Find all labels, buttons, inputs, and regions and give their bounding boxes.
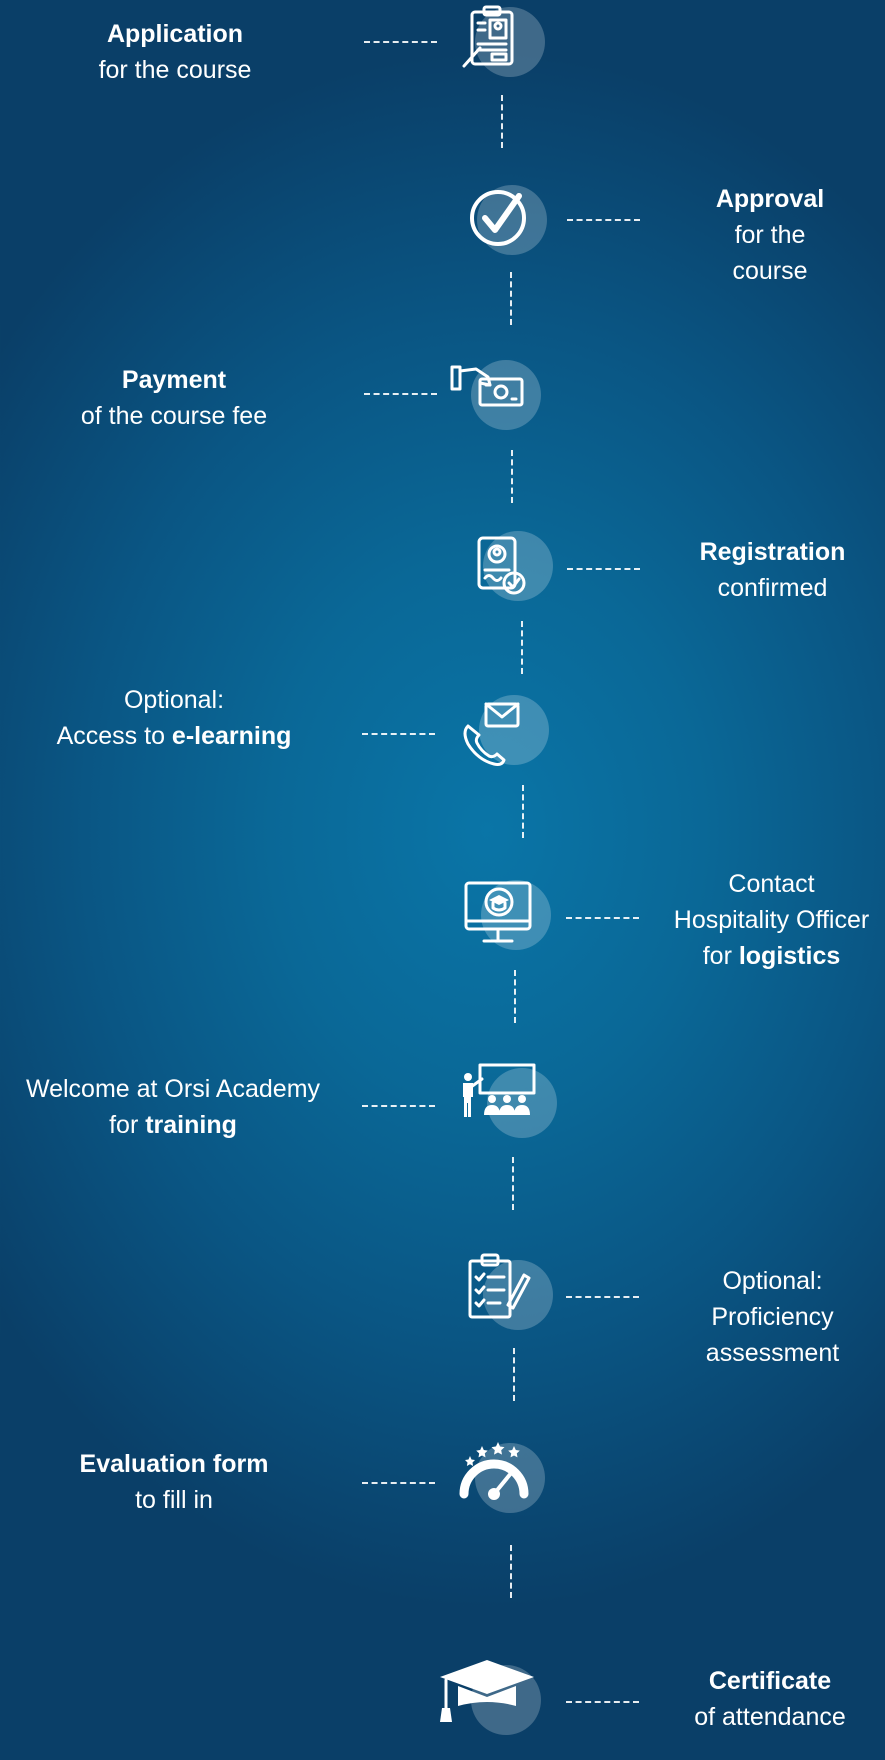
connector-approval: [567, 219, 640, 221]
training-presentation-icon: [452, 1043, 572, 1163]
step-payment-text: Payment of the course fee: [44, 362, 304, 434]
connector-vertical-5: [522, 785, 524, 838]
connector-vertical-8: [513, 1348, 515, 1401]
step-evaluation-subtitle: to fill in: [135, 1486, 213, 1514]
connector-training: [362, 1105, 435, 1107]
connector-vertical-1: [501, 95, 503, 148]
step-elearning-text: Optional: Access to e-learning: [24, 682, 324, 754]
connector-application: [364, 41, 437, 43]
step-elearning-line2-bold: e-learning: [171, 722, 292, 750]
step-approval-subtitle-2: course: [732, 257, 808, 285]
step-elearning-line1: Optional:: [123, 686, 225, 714]
graduation-cap-icon: [440, 1640, 560, 1760]
connector-certificate: [566, 1701, 639, 1703]
step-assessment-line1: Optional:: [722, 1267, 823, 1295]
step-application-title: Application: [106, 20, 244, 48]
payment-hand-icon: [440, 335, 560, 455]
step-registration-subtitle: confirmed: [717, 574, 828, 602]
rating-gauge-icon: [444, 1418, 564, 1538]
connector-logistics: [566, 917, 639, 919]
step-assessment-line3: assessment: [705, 1339, 840, 1367]
step-certificate-title: Certificate: [708, 1667, 832, 1695]
step-approval-title: Approval: [715, 185, 825, 213]
step-assessment-text: Optional: Proficiency assessment: [660, 1263, 885, 1371]
step-training-text: Welcome at Orsi Academy for training: [8, 1071, 338, 1143]
step-certificate-subtitle: of attendance: [694, 1703, 846, 1731]
step-logistics-line1: Contact: [728, 870, 815, 898]
step-training-line2-prefix: for: [109, 1111, 146, 1139]
step-payment-title: Payment: [121, 366, 227, 394]
step-logistics-line3-prefix: for: [702, 942, 739, 970]
step-logistics-text: Contact Hospitality Officer for logistic…: [658, 866, 885, 974]
step-approval-text: Approval for the course: [660, 181, 880, 289]
connector-registration: [567, 568, 640, 570]
registration-certificate-icon: [448, 508, 568, 628]
connector-vertical-4: [521, 621, 523, 674]
mail-phone-icon: [444, 670, 564, 790]
checkmark-icon: [445, 160, 565, 280]
step-application-subtitle: for the course: [98, 56, 252, 84]
clipboard-checklist-icon: [448, 1235, 568, 1355]
step-logistics-line2: Hospitality Officer: [673, 906, 870, 934]
connector-vertical-7: [512, 1157, 514, 1210]
connector-vertical-2: [510, 272, 512, 325]
step-registration-title: Registration: [699, 538, 846, 566]
connector-vertical-9: [510, 1545, 512, 1598]
connector-payment: [364, 393, 437, 395]
step-approval-subtitle-1: for the: [734, 221, 806, 249]
step-application-text: Application for the course: [40, 16, 310, 88]
application-form-icon: [440, 0, 560, 110]
step-logistics-line3-bold: logistics: [738, 942, 841, 970]
step-training-line2-bold: training: [145, 1111, 237, 1139]
monitor-graduate-icon: [446, 855, 566, 975]
step-evaluation-title: Evaluation form: [79, 1450, 269, 1478]
connector-vertical-6: [514, 970, 516, 1023]
connector-elearning: [362, 733, 435, 735]
connector-assessment: [566, 1296, 639, 1298]
step-elearning-line2-prefix: Access to: [56, 722, 172, 750]
step-registration-text: Registration confirmed: [660, 534, 885, 606]
step-training-line1: Welcome at Orsi Academy: [25, 1075, 321, 1103]
step-payment-subtitle: of the course fee: [80, 402, 268, 430]
step-certificate-text: Certificate of attendance: [658, 1663, 882, 1735]
connector-evaluation: [362, 1482, 435, 1484]
step-assessment-line2: Proficiency: [711, 1303, 834, 1331]
step-evaluation-text: Evaluation form to fill in: [44, 1446, 304, 1518]
connector-vertical-3: [511, 450, 513, 503]
